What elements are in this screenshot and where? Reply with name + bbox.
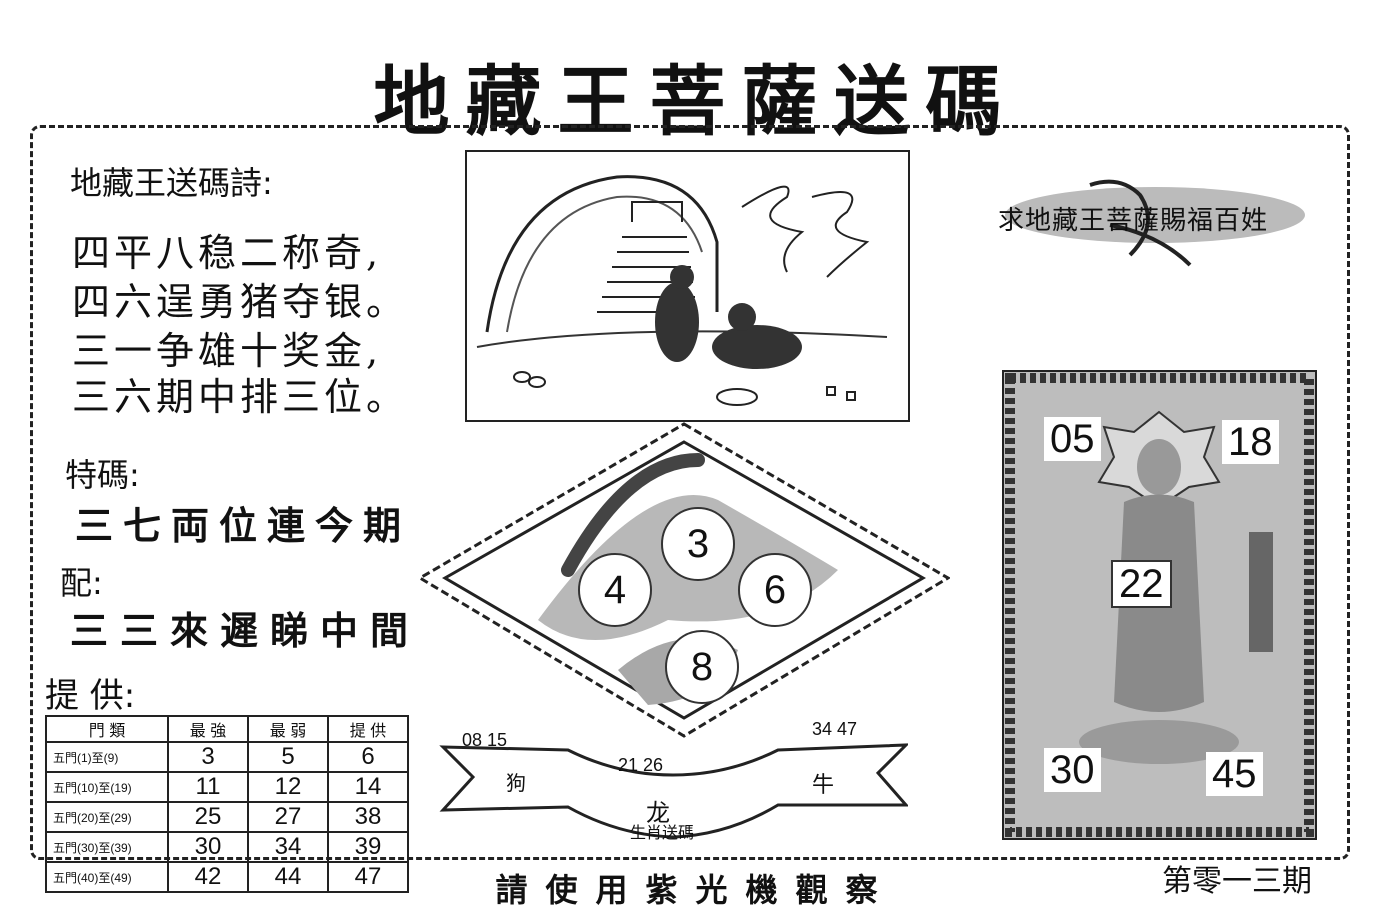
- table-cell: 11: [167, 771, 249, 803]
- table-cell: 14: [327, 771, 409, 803]
- zodiac-numbers: 08 15: [462, 730, 508, 750]
- zodiac-caption: 生肖送碼: [630, 825, 695, 842]
- row-label: 五門(30)至(39): [45, 831, 169, 863]
- dashed-frame: [30, 125, 1350, 860]
- table-cell: 27: [247, 801, 329, 833]
- zodiac-numbers: 21 26: [618, 755, 664, 775]
- table-cell: 34: [247, 831, 329, 863]
- statue-number: 30: [1044, 748, 1101, 792]
- table-header: 提 供: [327, 715, 409, 743]
- row-label: 五門(40)至(49): [45, 861, 169, 893]
- statue-number: 45: [1206, 752, 1263, 796]
- zodiac-animal: 狗: [506, 773, 526, 795]
- table-row: 五門(20)至(29) 25 27 38: [45, 801, 409, 833]
- lucky-number: 4: [578, 553, 652, 627]
- seal-brush-icon: [1005, 179, 1305, 267]
- table-cell: 44: [247, 861, 329, 893]
- poem-line: 三六期中排三位。: [72, 375, 409, 419]
- table-row: 五門(1)至(9) 3 5 6: [45, 741, 409, 773]
- table-cell: 12: [247, 771, 329, 803]
- zodiac-animal: 牛: [812, 772, 835, 797]
- zodiac-numbers: 34 47: [812, 719, 858, 739]
- provide-table: 門 類 最 強 最 弱 提 供 五門(1)至(9) 3 5 6 五門(10)至(…: [45, 715, 409, 893]
- statue-number: 05: [1044, 417, 1101, 461]
- number-diamond: 3 4 6 8: [418, 420, 950, 740]
- statue-panel: 05 18 22 30 45: [1002, 370, 1317, 840]
- table-header: 最 強: [167, 715, 249, 743]
- poem-heading: 地藏王送碼詩:: [70, 164, 273, 202]
- statue-number: 22: [1111, 560, 1172, 608]
- table-cell: 47: [327, 861, 409, 893]
- table-row: 五門(30)至(39) 30 34 39: [45, 831, 409, 863]
- special-code-text: 三七両位連今期: [75, 503, 412, 548]
- poem-line: 三一争雄十奖金,: [72, 329, 383, 373]
- table-cell: 3: [167, 741, 249, 773]
- table-header: 門 類: [45, 715, 169, 743]
- cave-illustration: [465, 150, 910, 422]
- zodiac-banner: 08 15 狗 21 26 龙 生肖送碼 34 47 牛: [438, 715, 908, 845]
- table-cell: 6: [327, 741, 409, 773]
- page-title: 地藏王菩薩送碼: [373, 57, 1018, 146]
- poem-line: 四平八稳二称奇,: [72, 231, 383, 275]
- lucky-number: 6: [738, 553, 812, 627]
- lucky-number: 8: [665, 630, 739, 704]
- table-cell: 25: [167, 801, 249, 833]
- cave-drawing: [476, 175, 888, 406]
- statue-number: 18: [1222, 420, 1279, 464]
- table-row: 五門(40)至(49) 42 44 47: [45, 861, 409, 893]
- table-cell: 5: [247, 741, 329, 773]
- zodiac-animal: 龙: [646, 800, 670, 827]
- table-row: 五門(10)至(19) 11 12 14: [45, 771, 409, 803]
- table-cell: 38: [327, 801, 409, 833]
- table-header: 最 弱: [247, 715, 329, 743]
- match-text: 三三來遲睇中間: [70, 608, 421, 653]
- poem-line: 四六逞勇猪夺银。: [72, 280, 409, 324]
- row-label: 五門(1)至(9): [45, 741, 169, 773]
- row-label: 五門(20)至(29): [45, 801, 169, 833]
- special-code-label: 特碼:: [65, 456, 140, 494]
- issue-number: 第零一三期: [1162, 864, 1312, 899]
- ribbon-shape: [439, 743, 908, 839]
- provide-label: 提 供:: [45, 676, 136, 716]
- lucky-number: 3: [661, 507, 735, 581]
- table-cell: 42: [167, 861, 249, 893]
- footer-text: 請使用紫光機觀察: [495, 871, 896, 909]
- match-label: 配:: [60, 564, 103, 602]
- seal-text: 求地藏王菩薩賜福百姓: [998, 206, 1269, 236]
- table-cell: 30: [167, 831, 249, 863]
- row-label: 五門(10)至(19): [45, 771, 169, 803]
- table-header-row: 門 類 最 強 最 弱 提 供: [45, 715, 409, 743]
- seal-emblem: [990, 165, 1310, 275]
- table-cell: 39: [327, 831, 409, 863]
